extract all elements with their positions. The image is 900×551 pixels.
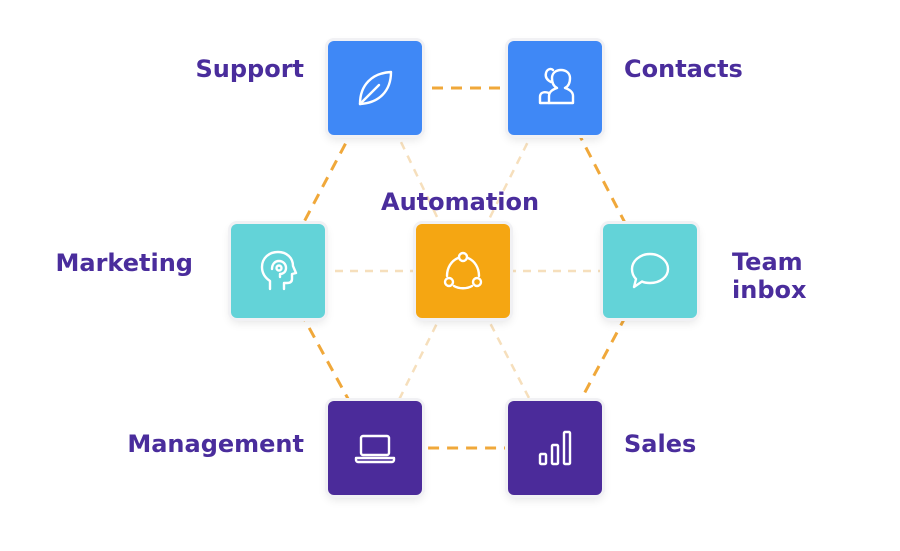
contacts-tile[interactable]	[508, 41, 602, 135]
automation-label: Automation	[381, 188, 540, 216]
automation-tile[interactable]	[416, 224, 510, 318]
marketing-label: Marketing	[55, 249, 193, 277]
head-profile-icon	[260, 250, 298, 291]
users-icon	[538, 67, 575, 105]
sales-label: Sales	[624, 430, 697, 458]
contacts-label: Contacts	[624, 55, 743, 83]
sales-tile[interactable]	[508, 401, 602, 495]
management-label: Management	[127, 430, 304, 458]
support-tile[interactable]	[328, 41, 422, 135]
support-label: Support	[195, 55, 304, 83]
share-cycle-icon	[443, 251, 483, 290]
team-inbox-tile[interactable]	[603, 224, 697, 318]
leaf-icon	[358, 70, 393, 106]
team-inbox-label: Team inbox	[732, 248, 807, 304]
chat-bubble-icon	[630, 252, 670, 289]
bar-chart-icon	[538, 430, 572, 466]
management-tile[interactable]	[328, 401, 422, 495]
marketing-tile[interactable]	[231, 224, 325, 318]
laptop-icon	[354, 434, 396, 464]
